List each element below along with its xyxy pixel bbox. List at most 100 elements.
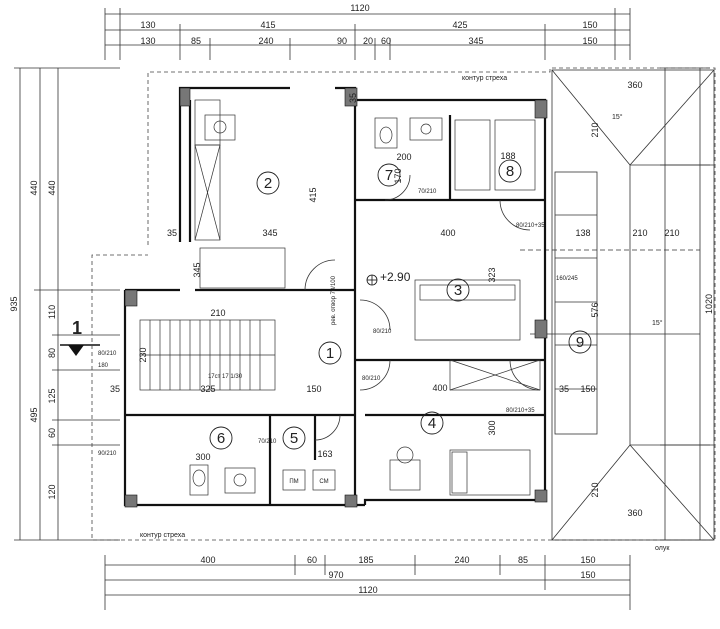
dim-top-row2-6: 60 xyxy=(381,36,391,46)
int-dim-22: 345 xyxy=(192,262,202,277)
dim-left-chain-1: 110 xyxy=(47,305,57,319)
dim-left-lower: 495 xyxy=(29,407,39,422)
eave-outline xyxy=(91,67,716,541)
wall-columns xyxy=(124,87,548,508)
opening-5: 80/210+35 xyxy=(516,223,545,229)
dim-total-bottom: 1120 xyxy=(358,585,377,595)
dim-right-near-2: 138 xyxy=(575,228,590,238)
eave-label-top: контур стреха xyxy=(462,75,507,82)
int-dim-4: 323 xyxy=(487,267,497,282)
gutter-label: олук xyxy=(655,545,670,552)
dim-top-row2-3: 240 xyxy=(258,36,273,46)
int-dim-16: 170 xyxy=(393,168,403,183)
dim-top-row2-1: 130 xyxy=(140,36,155,46)
room-labels xyxy=(209,159,592,450)
int-dim-2: 415 xyxy=(308,187,318,202)
stair xyxy=(139,319,276,391)
int-dim-20: 35 xyxy=(348,93,358,103)
dim-bottom-6: 150 xyxy=(580,555,595,565)
int-dim-19: 35 xyxy=(559,384,569,394)
int-dim-18: 35 xyxy=(110,384,120,394)
roof-slope-mid: 15° xyxy=(652,319,663,327)
dim-bottom-row2-1: 970 xyxy=(328,570,343,580)
furniture xyxy=(199,114,531,496)
sanitary-fixtures xyxy=(189,117,443,496)
int-dim-3: 400 xyxy=(440,228,455,238)
dim-bottom-3: 185 xyxy=(358,555,373,565)
level-marker xyxy=(366,274,378,286)
level-label: +2.90 xyxy=(380,270,411,284)
int-dim-14: 200 xyxy=(396,152,411,162)
dim-right-2: 576 xyxy=(590,302,600,317)
dim-top-row2-2: 85 xyxy=(191,36,201,46)
dimensions-top xyxy=(104,8,631,60)
dim-right-near-3: 210 xyxy=(632,228,647,238)
int-dim-21: 210 xyxy=(664,228,679,238)
int-dim-8: 210 xyxy=(210,308,225,318)
opening-9: 160/245 xyxy=(556,276,578,282)
dim-top-row2-5: 20 xyxy=(363,36,373,46)
dim-right-1: 210 xyxy=(590,122,600,137)
dim-left-chain-5: 120 xyxy=(47,484,57,499)
dim-left-chain-3: 125 xyxy=(47,388,57,403)
opening-8: 80/210 xyxy=(98,351,117,357)
wardrobes xyxy=(194,99,541,391)
section-marker-label: 1 xyxy=(72,318,82,338)
dim-right-near-4: 360 xyxy=(627,508,642,518)
appliance-label-2: СМ xyxy=(319,479,328,485)
opening-10: 180 xyxy=(98,363,109,369)
dim-bottom-2: 60 xyxy=(307,555,317,565)
opening-3: 70/210 xyxy=(418,189,437,195)
dim-bottom-row2-2: 150 xyxy=(580,570,595,580)
eave-label-bottom: контур стреха xyxy=(140,532,185,539)
dimensions-right xyxy=(660,67,710,541)
dim-right-3: 210 xyxy=(590,482,600,497)
int-dim-9: 230 xyxy=(138,347,148,362)
dim-left-chain-upper: 440 xyxy=(47,180,57,195)
dim-total-right: 1020 xyxy=(704,294,714,314)
room-number-6: 6 xyxy=(217,430,225,447)
room-number-8: 8 xyxy=(506,163,514,180)
rev-opening-note: рев. отвор 70/100 xyxy=(331,275,337,325)
roof-outline xyxy=(520,69,715,541)
dim-total-top: 1120 xyxy=(350,3,369,13)
dim-top-2: 415 xyxy=(260,20,275,30)
opening-7: 90/210 xyxy=(98,451,117,457)
int-dim-1: 345 xyxy=(262,228,277,238)
dim-left-chain-4: 60 xyxy=(47,428,57,438)
int-dim-13: 163 xyxy=(317,449,332,459)
dim-total-left: 935 xyxy=(9,296,19,311)
dim-right-near-1: 360 xyxy=(627,80,642,90)
room-number-2: 2 xyxy=(264,175,272,192)
dim-top-1: 130 xyxy=(140,20,155,30)
room-number-9: 9 xyxy=(576,334,584,351)
roof-slope-top: 15° xyxy=(612,113,623,121)
dim-left-upper: 440 xyxy=(29,180,39,195)
room-number-4: 4 xyxy=(428,415,436,432)
int-dim-12: 150 xyxy=(580,384,595,394)
section-marker: 1 xyxy=(60,318,100,356)
door-swings xyxy=(304,174,541,441)
int-dim-7: 300 xyxy=(195,452,210,462)
opening-1: 80/210 xyxy=(373,329,392,335)
dim-left-chain-2: 80 xyxy=(47,348,57,358)
appliance-label-1: ПМ xyxy=(289,479,298,485)
opening-4: 70/210 xyxy=(258,439,277,445)
int-dim-6: 300 xyxy=(487,420,497,435)
dim-top-3: 425 xyxy=(452,20,467,30)
dimensions-bottom xyxy=(104,555,631,610)
dim-top-row2-7: 345 xyxy=(468,36,483,46)
int-dim-15: 188 xyxy=(500,151,515,161)
opening-6: 80/210+35 xyxy=(506,408,535,414)
stair-label: 17ст 17 1/30 xyxy=(208,374,243,380)
room-number-5: 5 xyxy=(290,430,298,447)
dim-top-row2-8: 150 xyxy=(582,36,597,46)
dim-bottom-1: 400 xyxy=(200,555,215,565)
dim-top-4: 150 xyxy=(582,20,597,30)
dim-bottom-5: 85 xyxy=(518,555,528,565)
dim-bottom-4: 240 xyxy=(454,555,469,565)
int-dim-5: 400 xyxy=(432,383,447,393)
room-number-7: 7 xyxy=(385,167,393,184)
room-number-1: 1 xyxy=(326,345,334,362)
